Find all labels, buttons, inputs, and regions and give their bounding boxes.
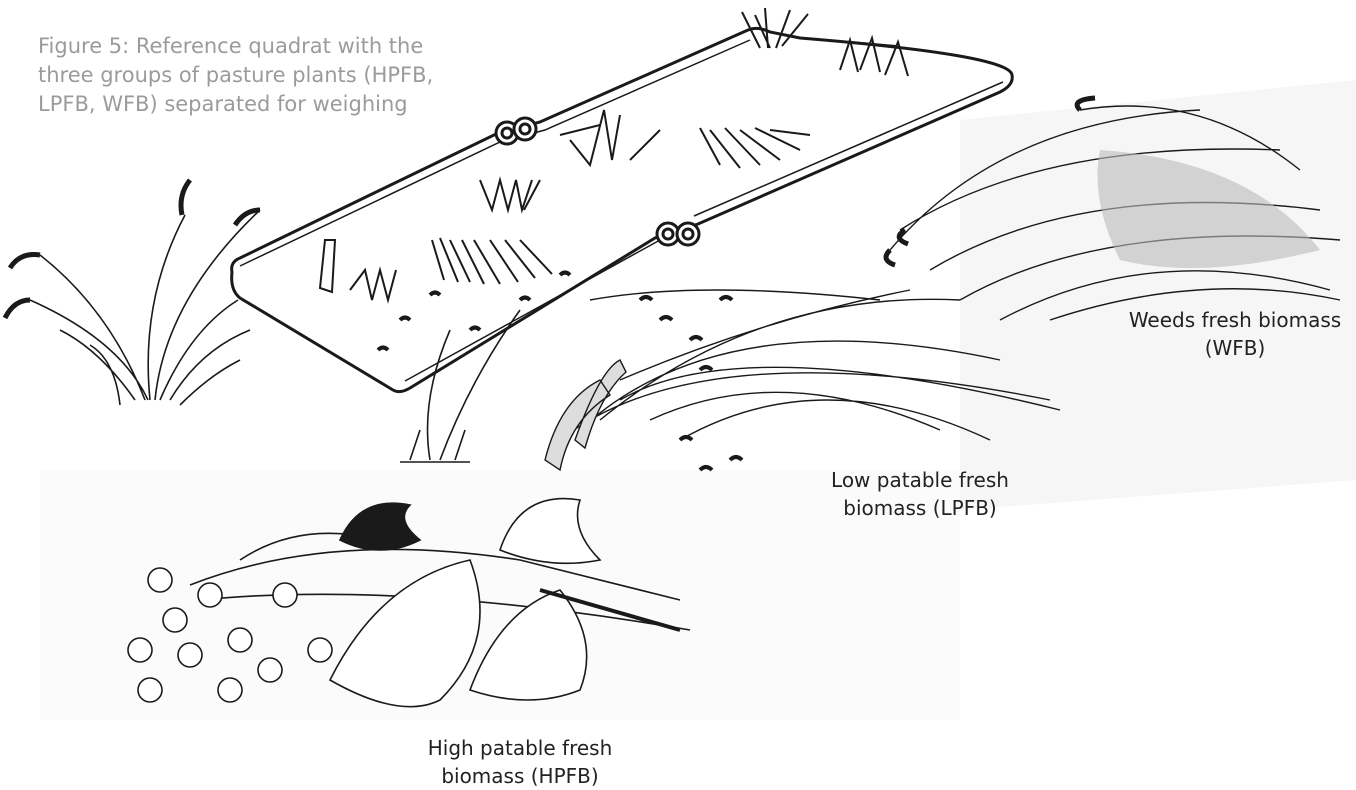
label-hpfb-line-2: biomass (HPFB) [390, 762, 650, 790]
label-wfb-line-2: (WFB) [1110, 334, 1356, 362]
caption-line-3: LPFB, WFB) separated for weighing [38, 90, 468, 119]
label-lpfb-line-2: biomass (LPFB) [795, 494, 1045, 522]
label-wfb: Weeds fresh biomass (WFB) [1110, 306, 1356, 362]
label-lpfb-line-1: Low patable fresh [795, 466, 1045, 494]
label-hpfb-line-1: High patable fresh [390, 734, 650, 762]
label-wfb-line-1: Weeds fresh biomass [1110, 306, 1356, 334]
caption-line-2: three groups of pasture plants (HPFB, [38, 61, 468, 90]
label-hpfb: High patable fresh biomass (HPFB) [390, 734, 650, 790]
small-seedling [378, 273, 570, 463]
caption-line-1: Figure 5: Reference quadrat with the [38, 32, 468, 61]
label-lpfb: Low patable fresh biomass (LPFB) [795, 466, 1045, 522]
grass-clump-left [5, 180, 260, 405]
background-panel [960, 80, 1356, 510]
figure-caption: Figure 5: Reference quadrat with the thr… [38, 32, 468, 119]
